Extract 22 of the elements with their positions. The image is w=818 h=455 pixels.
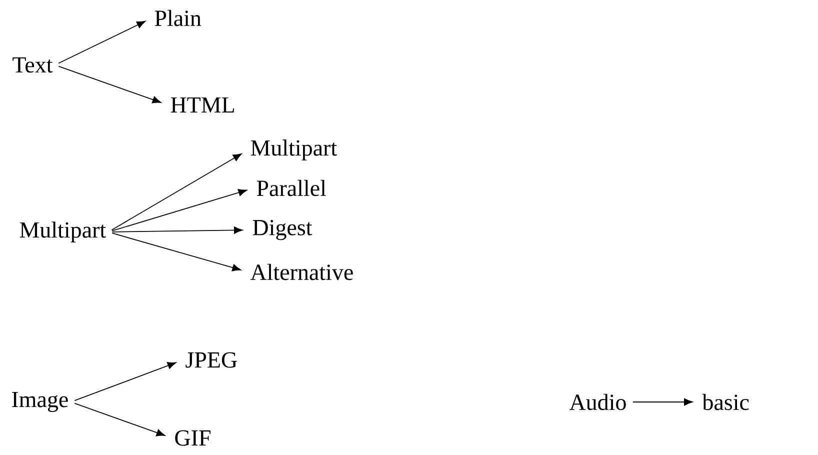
arrow: [74, 362, 176, 402]
arrow: [74, 402, 166, 436]
arrow: [111, 153, 242, 230]
arrow: [632, 398, 693, 406]
node-label: Digest: [252, 220, 312, 240]
node-label: Audio: [569, 394, 626, 410]
node-label: HTML: [170, 97, 234, 113]
node-label: JPEG: [186, 352, 237, 368]
node-label: Image: [12, 392, 68, 412]
node-label: Multipart: [250, 140, 337, 160]
node-label: Alternative: [250, 264, 353, 280]
node-label: basic: [702, 394, 749, 410]
arrow: [58, 20, 146, 64]
arrow: [112, 226, 243, 234]
node-label: Plain: [154, 10, 202, 26]
arrow: [58, 66, 162, 104]
node-label: GIF: [175, 430, 210, 446]
arrow: [112, 232, 241, 272]
node-label: Parallel: [256, 180, 326, 196]
node-label: Text: [12, 57, 53, 73]
node-label: Multipart: [20, 222, 106, 242]
arrow: [112, 189, 248, 232]
